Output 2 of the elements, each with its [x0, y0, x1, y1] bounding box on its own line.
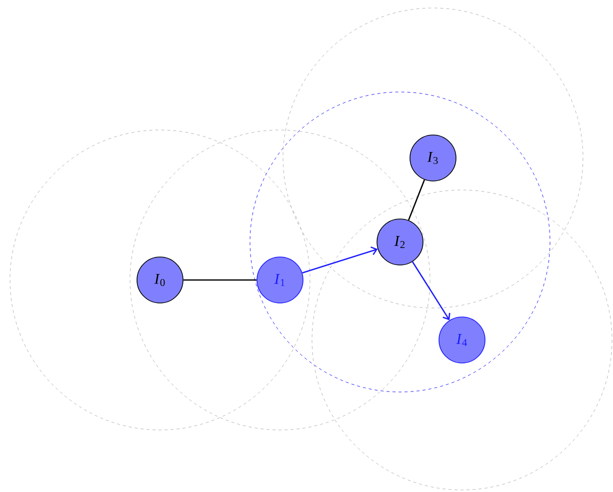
arrow	[302, 246, 378, 274]
arrow	[412, 261, 450, 320]
